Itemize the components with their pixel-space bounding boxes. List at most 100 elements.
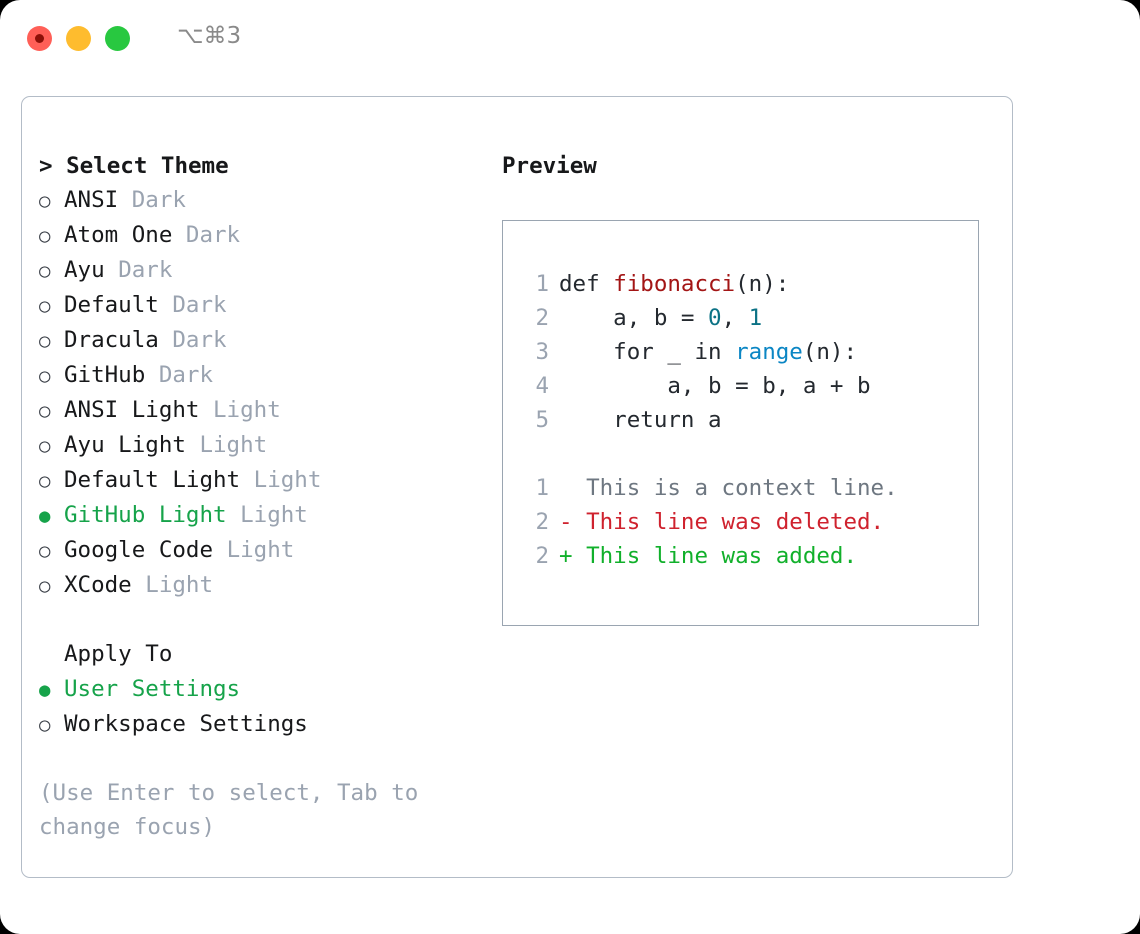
code-line-text: a, b = b, a + b <box>559 369 871 403</box>
theme-option-ayu-light[interactable]: ○Ayu Light Light <box>39 428 502 463</box>
code-line-number: 5 <box>535 407 549 433</box>
label-spacer <box>159 323 173 357</box>
preview-heading: Preview <box>502 153 597 179</box>
theme-variant-tag: Dark <box>172 292 227 318</box>
theme-option-xcode[interactable]: ○ XCode Light <box>39 568 502 603</box>
theme-option-github-light[interactable]: ● GitHub Light Light <box>39 498 502 533</box>
radio-unselected-icon: ○ <box>39 260 51 282</box>
radio-unselected-icon: ○ <box>39 330 51 352</box>
list-spacer <box>39 603 502 637</box>
theme-option-label: Default <box>64 292 159 318</box>
label-spacer <box>199 393 213 427</box>
diff-sample: 1 This is a context line. 2 - This line wa… <box>525 471 978 573</box>
traffic-lights <box>27 25 130 51</box>
theme-option-default[interactable]: ○ Default Dark <box>39 288 502 323</box>
label-spacer <box>145 358 159 392</box>
diff-line-number: 2 <box>535 543 549 569</box>
theme-option-label: Ayu Light <box>64 432 186 458</box>
theme-variant-tag: Light <box>145 572 214 598</box>
theme-option-label: XCode <box>64 572 132 598</box>
code-token: for _ in <box>559 339 736 365</box>
label-spacer <box>186 428 200 462</box>
diff-line-text: This is a context line. <box>559 475 898 501</box>
code-line-text: return a <box>559 403 722 437</box>
theme-variant-tag: Dark <box>131 187 186 213</box>
code-line-number: 1 <box>535 271 549 297</box>
radio-selected-icon: ● <box>39 679 51 701</box>
radio-unselected-icon: ○ <box>39 400 51 422</box>
theme-option-ansi-light[interactable]: ○ANSI Light Light <box>39 393 502 428</box>
code-token: a, b = <box>559 305 709 331</box>
radio-unselected-icon: ○ <box>39 365 51 387</box>
diff-line-number: 2 <box>535 509 549 535</box>
keyboard-shortcut-label: ⌥⌘3 <box>177 23 242 49</box>
theme-option-atom-one[interactable]: ○Atom One Dark <box>39 218 502 253</box>
theme-variant-tag: Light <box>199 432 268 458</box>
radio-selected-icon: ● <box>39 505 51 527</box>
diff-line-text: + This line was added. <box>559 543 858 569</box>
theme-option-label: ANSI Light <box>64 397 200 423</box>
theme-option-dracula[interactable]: ○Dracula Dark <box>39 323 502 358</box>
code-token: 1 <box>748 305 763 331</box>
theme-option-ansi[interactable]: ○ANSI Dark <box>39 183 502 218</box>
main-panel: > Select Theme ○ANSI Dark○Atom One Dark○… <box>21 96 1013 878</box>
theme-variant-tag: Dark <box>185 222 241 248</box>
theme-option-label: Default Light <box>64 467 241 493</box>
code-line-number: 3 <box>535 339 549 365</box>
theme-option-label: GitHub <box>64 362 146 388</box>
radio-unselected-icon: ○ <box>39 470 51 492</box>
code-token: (n): <box>735 271 790 297</box>
code-token: , <box>721 305 749 331</box>
code-diff-spacer <box>525 437 978 471</box>
code-token: fibonacci <box>613 271 736 297</box>
apply-to-option-label: Workspace Settings <box>64 711 308 737</box>
apply-to-heading-row: Apply To <box>39 637 502 672</box>
code-token: return a <box>559 407 722 433</box>
theme-variant-tag: Light <box>253 467 322 493</box>
theme-variant-tag: Dark <box>158 362 214 388</box>
code-line-text: for _ in range(n): <box>559 335 857 369</box>
label-spacer <box>227 498 241 532</box>
code-line-text: a, b = 0, 1 <box>559 301 762 335</box>
code-line: 5 return a <box>525 403 978 437</box>
code-line: 3 for _ in range(n): <box>525 335 978 369</box>
title-bar: ⌥⌘3 <box>0 0 1140 76</box>
theme-variant-tag: Dark <box>172 327 227 353</box>
radio-unselected-icon: ○ <box>39 575 51 597</box>
zoom-button[interactable] <box>105 25 130 51</box>
label-spacer <box>159 288 173 322</box>
theme-option-google-code[interactable]: ○Google Code Light <box>39 533 502 568</box>
theme-option-ayu[interactable]: ○Ayu Dark <box>39 253 502 288</box>
apply-to-marker-placeholder <box>39 638 64 672</box>
apply-to-list: ●User Settings ○ Workspace Settings <box>39 672 502 742</box>
radio-unselected-icon: ○ <box>39 295 51 317</box>
apply-to-option-user-settings[interactable]: ●User Settings <box>39 672 502 707</box>
label-spacer <box>118 183 132 217</box>
select-theme-heading: > Select Theme <box>39 153 229 179</box>
radio-unselected-icon: ○ <box>39 714 51 736</box>
theme-variant-tag: Light <box>240 502 308 528</box>
diff-line-number: 1 <box>535 475 549 501</box>
minimize-button[interactable] <box>66 25 91 51</box>
theme-variant-tag: Dark <box>118 257 173 283</box>
label-spacer <box>240 463 254 497</box>
diff-line-text: - This line was deleted. <box>559 509 885 535</box>
radio-unselected-icon: ○ <box>39 190 51 212</box>
code-token: a, b = b, a + b <box>559 373 871 399</box>
radio-unselected-icon: ○ <box>39 540 51 562</box>
theme-variant-tag: Light <box>226 537 295 563</box>
theme-option-default-light[interactable]: ○ Default Light Light <box>39 463 502 498</box>
theme-option-label: GitHub Light <box>64 502 227 528</box>
diff-line: 2 + This line was added. <box>525 539 978 573</box>
code-token: (n): <box>802 339 858 365</box>
code-token: def <box>559 271 614 297</box>
diff-line: 2 - This line was deleted. <box>525 505 978 539</box>
apply-to-option-workspace-settings[interactable]: ○ Workspace Settings <box>39 707 502 742</box>
theme-option-github[interactable]: ○ GitHub Dark <box>39 358 502 393</box>
code-line-text: def fibonacci(n): <box>559 267 789 301</box>
code-line: 4 a, b = b, a + b <box>525 369 978 403</box>
close-button[interactable] <box>27 25 52 51</box>
